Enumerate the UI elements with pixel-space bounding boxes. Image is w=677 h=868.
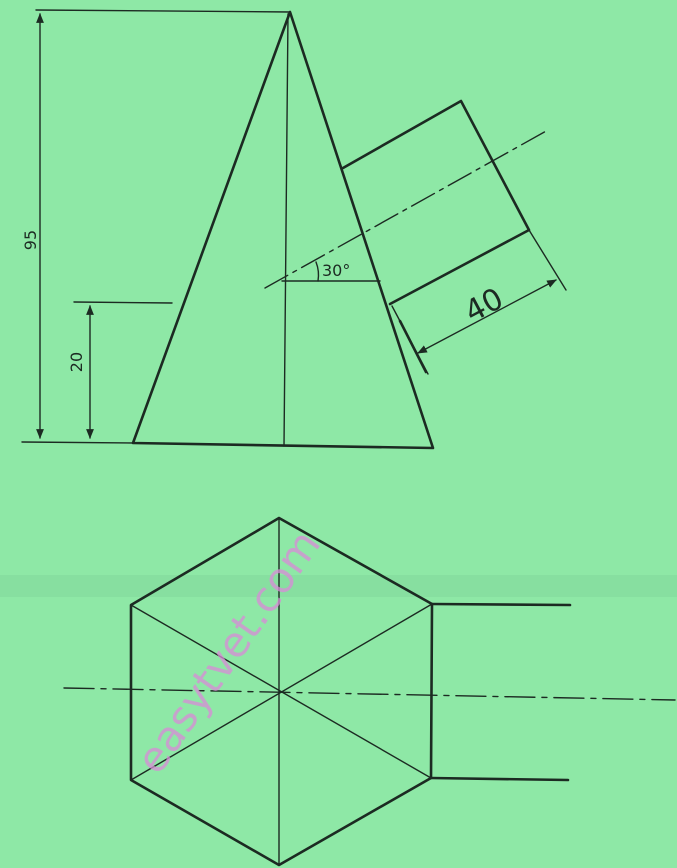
dim-40-line bbox=[417, 279, 557, 354]
top-view bbox=[63, 516, 676, 867]
hole-prism-outline bbox=[341, 99, 531, 306]
dim-40-extension-lower bbox=[391, 305, 429, 375]
dim-20-extension-top bbox=[73, 301, 173, 304]
dim-40-extension-upper bbox=[528, 229, 567, 291]
dim-base-extension bbox=[21, 441, 136, 444]
height-dimension-label: 95 bbox=[21, 230, 40, 250]
hole-size-label: 40 bbox=[459, 281, 509, 330]
hole-bottom-edge-line bbox=[429, 776, 570, 782]
paper-fold-shadow bbox=[0, 575, 677, 597]
watermark-text: easytvet.com bbox=[126, 521, 330, 783]
hole-top-edge-line bbox=[430, 602, 572, 607]
angle-arc bbox=[315, 261, 320, 282]
front-view: 30° 40 95 20 bbox=[21, 9, 567, 450]
hole-axis-centerline bbox=[264, 129, 549, 289]
hole-axis-centerline-top bbox=[63, 687, 676, 701]
pyramid-axis-line bbox=[283, 13, 289, 447]
dim-95-extension-top bbox=[35, 9, 291, 13]
angle-label: 30° bbox=[322, 261, 350, 280]
pyramid-outline bbox=[131, 10, 435, 450]
cut-height-dimension-label: 20 bbox=[67, 352, 86, 372]
